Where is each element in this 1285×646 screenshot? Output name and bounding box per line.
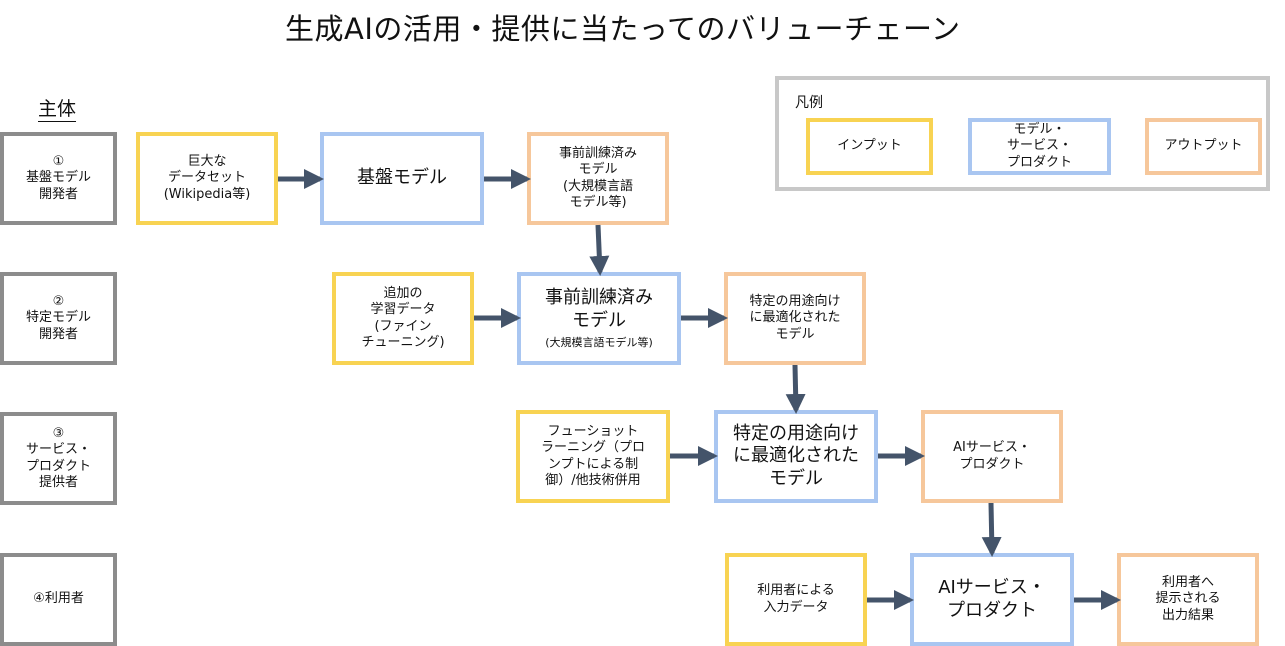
legend-model-box: モデル・ サービス・ プロダクト (968, 118, 1111, 175)
row2-input-line-3: (ファイン (374, 318, 432, 334)
row2-input-line-2: 学習データ (370, 302, 436, 318)
row4-output-box: 利用者へ 提示される 出力結果 (1117, 553, 1259, 646)
actor-user: ④利用者 (0, 553, 117, 646)
row1-output-line-3: (大規模言語 (562, 178, 634, 194)
actor-3-line-3: プロダクト (25, 458, 91, 474)
actor-2-line-1: ② (52, 294, 65, 310)
row3-output-box: AIサービス・ プロダクト (921, 410, 1063, 503)
row2-input-line-1: 追加の (383, 286, 423, 301)
row2-model-box: 事前訓練済み モデル (大規模言語モデル等) (517, 272, 681, 365)
arrow-row3-output-to-row4-model (981, 502, 1002, 557)
row3-model-line-1: 特定の用途向け (733, 422, 859, 444)
legend-model-line-1: モデル・ (1013, 122, 1066, 138)
row2-output-box: 特定の用途向け に最適化された モデル (724, 272, 866, 365)
row4-input-line-2: 入力データ (763, 599, 829, 615)
row3-output-line-1: AIサービス・ (953, 440, 1031, 456)
row4-output-line-1: 利用者へ (1161, 575, 1214, 591)
actor-1-line-3: 開発者 (38, 186, 78, 202)
subject-heading: 主体 (38, 98, 77, 120)
actor-1-line-1: ① (52, 154, 65, 170)
row3-input-line-4: 御）/他技術併用 (545, 472, 641, 488)
row2-output-line-3: モデル (775, 326, 815, 342)
row1-input-box: 巨大な データセット (Wikipedia等) (136, 132, 278, 225)
legend-input-box: インプット (806, 118, 933, 175)
row1-input-line-1: 巨大な (187, 154, 227, 170)
row4-input-box: 利用者による 入力データ (725, 553, 867, 646)
row3-input-box: フューショット ラーニング（プロ ンプトによる制 御）/他技術併用 (516, 410, 670, 503)
legend-output-label: アウトプット (1164, 138, 1243, 154)
legend-output-box: アウトプット (1145, 118, 1262, 175)
row1-output-line-4: モデル等) (569, 194, 627, 210)
row1-output-line-2: モデル (578, 162, 618, 178)
row1-model-label: 基盤モデル (357, 167, 447, 189)
legend-model-line-3: プロダクト (1006, 154, 1072, 170)
row2-output-line-2: に最適化された (749, 310, 841, 326)
row1-output-box: 事前訓練済み モデル (大規模言語 モデル等) (527, 132, 669, 225)
legend-model-line-2: サービス・ (1006, 138, 1072, 154)
actor-3-line-4: 提供者 (38, 474, 78, 490)
row2-model-note: (大規模言語モデル等) (545, 336, 653, 350)
row3-model-line-3: モデル (769, 467, 823, 489)
actor-4-line-1: ④利用者 (33, 591, 84, 607)
row2-model-line-2: モデル (572, 309, 626, 331)
actor-1-line-2: 基盤モデル (25, 170, 91, 186)
diagram-title: 生成AIの活用・提供に当たってのバリューチェーン (285, 12, 961, 46)
row2-input-line-4: チューニング) (361, 334, 445, 350)
row1-input-line-3: (Wikipedia等) (163, 186, 251, 202)
row1-input-line-2: データセット (167, 170, 246, 186)
actor-2-line-3: 開発者 (38, 326, 78, 342)
actor-2-line-2: 特定モデル (25, 310, 91, 326)
legend-input-label: インプット (837, 138, 902, 154)
actor-3-line-1: ③ (52, 426, 65, 441)
actor-3-line-2: サービス・ (25, 442, 91, 458)
row4-output-line-3: 出力結果 (1161, 607, 1214, 623)
row2-model-line-1: 事前訓練済み (545, 287, 653, 309)
row3-model-box: 特定の用途向け に最適化された モデル (714, 410, 878, 503)
row3-output-line-2: プロダクト (959, 456, 1025, 472)
actor-service-provider: ③ サービス・ プロダクト 提供者 (0, 412, 117, 505)
arrow-row2-output-to-row3-model (785, 364, 806, 414)
row2-input-box: 追加の 学習データ (ファイン チューニング) (332, 272, 474, 365)
row4-model-box: AIサービス・ プロダクト (910, 553, 1074, 646)
actor-foundation-model-developer: ① 基盤モデル 開発者 (0, 132, 117, 225)
row4-input-line-1: 利用者による (757, 583, 835, 599)
legend-title: 凡例 (795, 95, 823, 111)
row4-model-line-1: AIサービス・ (938, 577, 1046, 598)
legend: 凡例 インプット モデル・ サービス・ プロダクト アウトプット (775, 76, 1270, 191)
row4-output-line-2: 提示される (1155, 591, 1221, 607)
row4-model-line-2: プロダクト (947, 599, 1037, 621)
row3-model-line-2: に最適化された (733, 445, 859, 467)
row1-model-box: 基盤モデル (320, 132, 484, 225)
row2-output-line-1: 特定の用途向け (749, 294, 841, 310)
row1-output-line-1: 事前訓練済み (558, 146, 637, 161)
row3-input-line-1: フューショット (547, 424, 639, 439)
row3-input-line-3: ンプトによる制 (547, 456, 639, 472)
row3-input-line-2: ラーニング（プロ (540, 440, 645, 456)
arrow-row1-output-to-row2-model (589, 224, 610, 276)
actor-specific-model-developer: ② 特定モデル 開発者 (0, 272, 117, 365)
